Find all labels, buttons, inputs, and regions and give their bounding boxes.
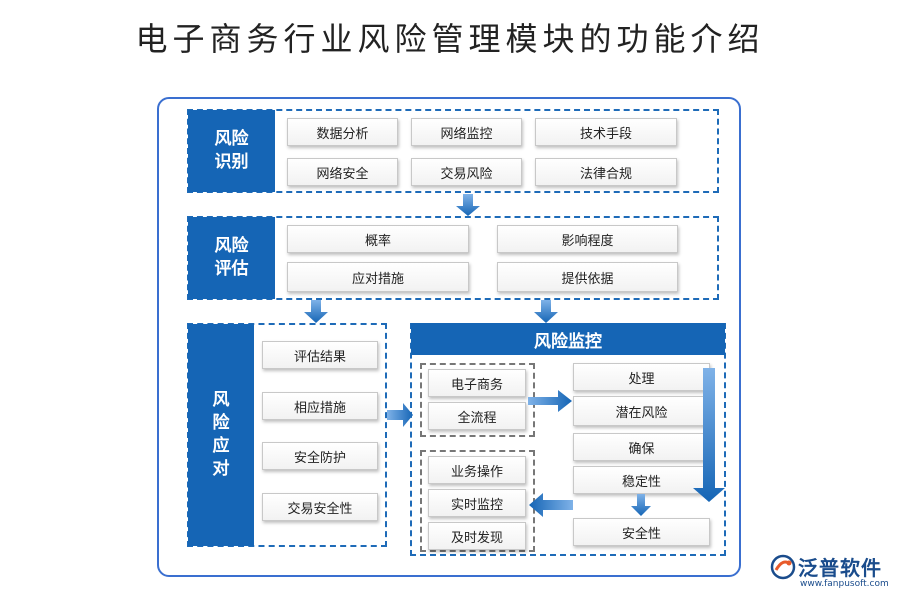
diagram-frame [157,97,741,577]
logo-url: www.fanpusoft.com [800,579,889,589]
identify-item: 技术手段 [535,118,677,146]
identify-item: 法律合规 [535,158,677,186]
logo-name: 泛普软件 [798,556,882,580]
page-title: 电子商务行业风险管理模块的功能介绍 [135,20,765,58]
down-arrow [693,368,725,502]
respond-item: 交易安全性 [262,493,378,521]
identify-item: 交易风险 [411,158,522,186]
left-arrow [529,493,573,517]
identify-item: 网络安全 [287,158,398,186]
down-arrow [456,194,480,216]
respond-item: 评估结果 [262,341,378,369]
monitor-group-b-item: 及时发现 [428,522,526,550]
assess-item: 提供依据 [497,262,678,292]
identify-label: 风险识别 [188,110,275,192]
down-arrow [304,300,328,323]
company-logo: 泛普软件 www.fanpusoft.com [770,552,895,596]
monitor-right-item: 稳定性 [573,466,710,494]
respond-item: 相应措施 [262,392,378,420]
assess-item: 概率 [287,225,469,253]
assess-item: 应对措施 [287,262,469,292]
monitor-group-a-item: 全流程 [428,402,526,430]
respond-label: 风 险 应 对 [188,324,254,546]
monitor-right-item: 处理 [573,363,710,391]
monitor-right-item: 安全性 [573,518,710,546]
monitor-header: 风险监控 [411,323,725,355]
respond-item: 安全防护 [262,442,378,470]
monitor-group-a-item: 电子商务 [428,369,526,397]
identify-item: 数据分析 [287,118,398,146]
identify-item: 网络监控 [411,118,522,146]
down-arrow [534,300,558,323]
right-arrow [528,390,572,412]
monitor-group-b-item: 业务操作 [428,456,526,484]
monitor-right-item: 确保 [573,433,710,461]
assess-label: 风险评估 [188,217,275,299]
monitor-right-item: 潜在风险 [573,396,710,426]
right-arrow [387,403,413,427]
assess-item: 影响程度 [497,225,678,253]
logo-icon [770,554,796,580]
monitor-group-b-item: 实时监控 [428,489,526,517]
down-arrow [631,494,651,516]
